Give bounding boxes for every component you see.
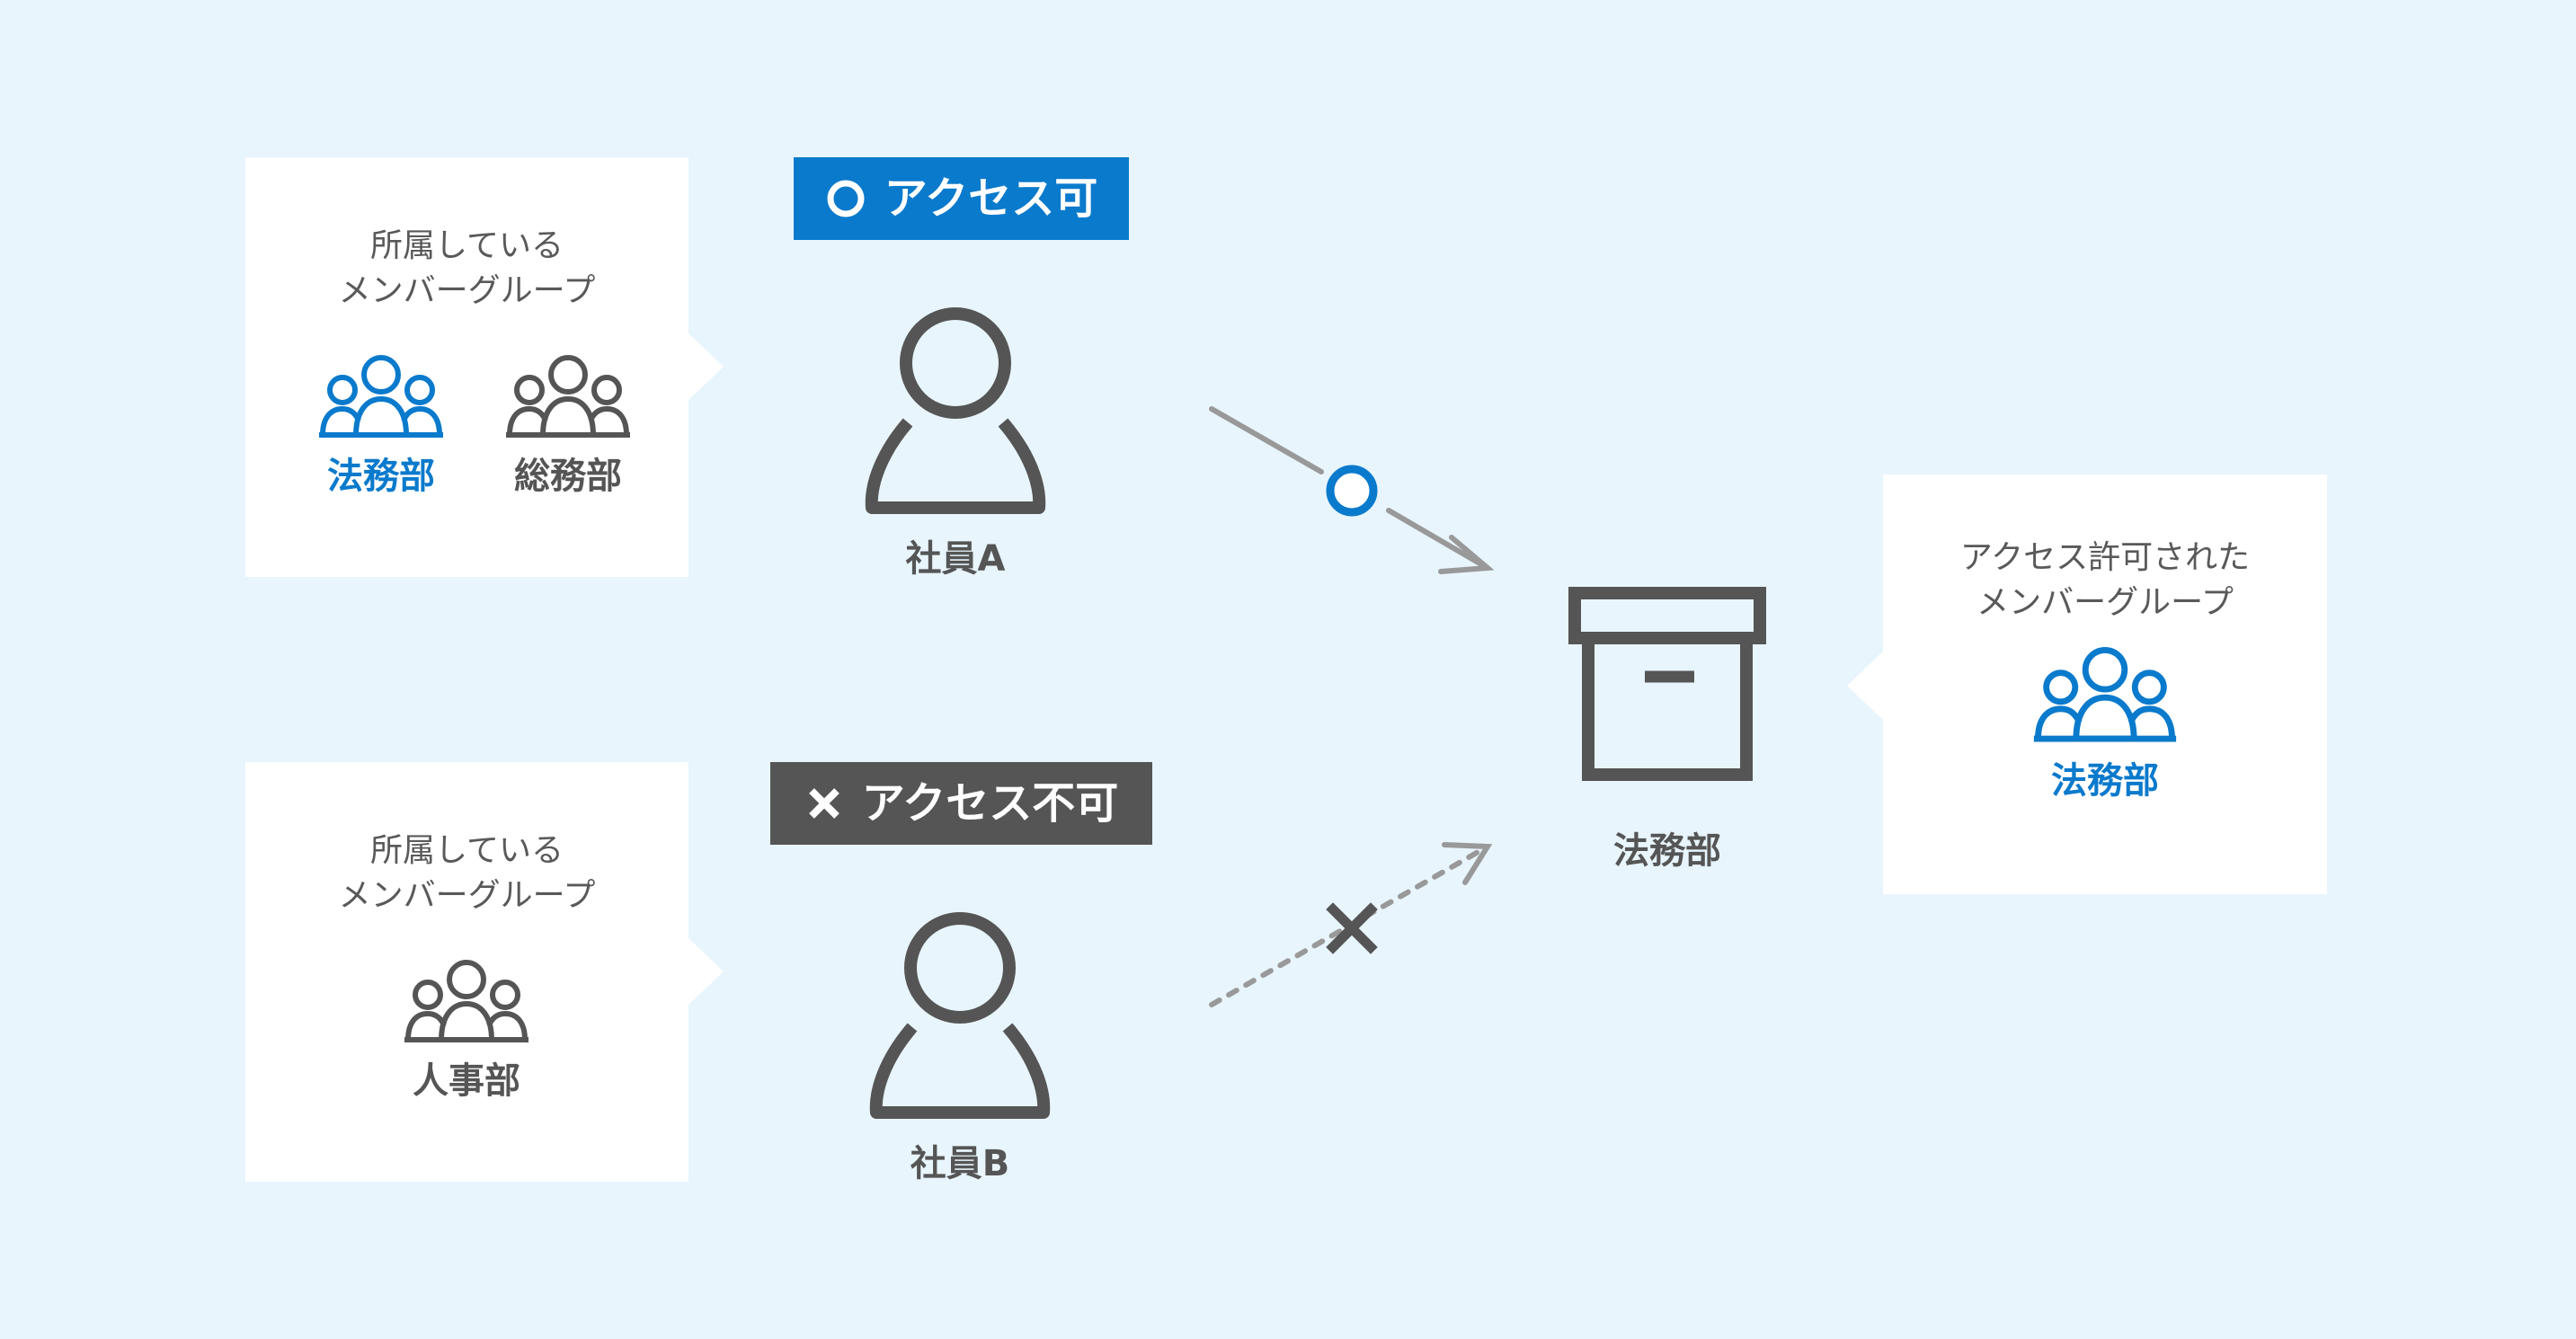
group-general-a: 総務部 [469, 350, 667, 499]
permitted-caption-line2: メンバーグループ [1976, 584, 2234, 621]
access-allowed-badge: アクセス可 [794, 157, 1129, 240]
member-group-card-b: 所属している メンバーグループ 人事部 [245, 762, 688, 1182]
group-label: 法務部 [2051, 760, 2159, 802]
employee-a-label: 社員A [905, 538, 1006, 580]
group-legal-permitted: 法務部 [2006, 641, 2204, 803]
group-hr-b: 人事部 [368, 954, 565, 1104]
arrow-a-circle-icon [1326, 465, 1378, 517]
group-people-icon [319, 355, 443, 438]
card-a-caption: 所属している メンバーグループ [245, 224, 688, 314]
card-a-caption-line1: 所属している [370, 227, 564, 264]
permitted-caption-line1: アクセス許可された [1959, 539, 2251, 576]
access-denied-badge: アクセス不可 [770, 762, 1152, 845]
group-label: 総務部 [514, 456, 622, 497]
arrow-b-cross-icon [1326, 902, 1378, 954]
group-label: 人事部 [413, 1060, 520, 1102]
group-people-icon [404, 960, 529, 1042]
card-a-pointer [688, 333, 724, 401]
card-b-caption-line1: 所属している [370, 832, 564, 869]
access-arrow-a [1209, 406, 1495, 574]
person-b-icon [869, 912, 1051, 1119]
card-b-caption: 所属している メンバーグループ [245, 829, 688, 918]
group-people-icon [506, 355, 630, 438]
member-group-card-a: 所属している メンバーグループ 法務部 [245, 157, 688, 577]
group-label: 法務部 [327, 456, 435, 497]
access-denied-text: アクセス不可 [861, 778, 1119, 829]
permitted-group-card: アクセス許可された メンバーグループ 法務部 [1883, 474, 2327, 894]
card-a-caption-line2: メンバーグループ [338, 272, 596, 309]
person-a-icon [865, 307, 1046, 514]
permitted-card-pointer [1847, 652, 1883, 720]
group-people-icon [2033, 647, 2177, 742]
employee-b-label: 社員B [910, 1143, 1010, 1184]
card-b-caption-line2: メンバーグループ [338, 877, 596, 914]
folder-label: 法務部 [1613, 830, 1721, 872]
circle-icon [827, 180, 865, 217]
group-legal-a: 法務部 [282, 350, 480, 499]
cross-icon [808, 788, 839, 819]
access-allowed-text: アクセス可 [884, 173, 1098, 224]
permitted-caption: アクセス許可された メンバーグループ [1883, 536, 2327, 625]
card-b-pointer [688, 937, 724, 1006]
archive-box-icon [1568, 587, 1766, 781]
